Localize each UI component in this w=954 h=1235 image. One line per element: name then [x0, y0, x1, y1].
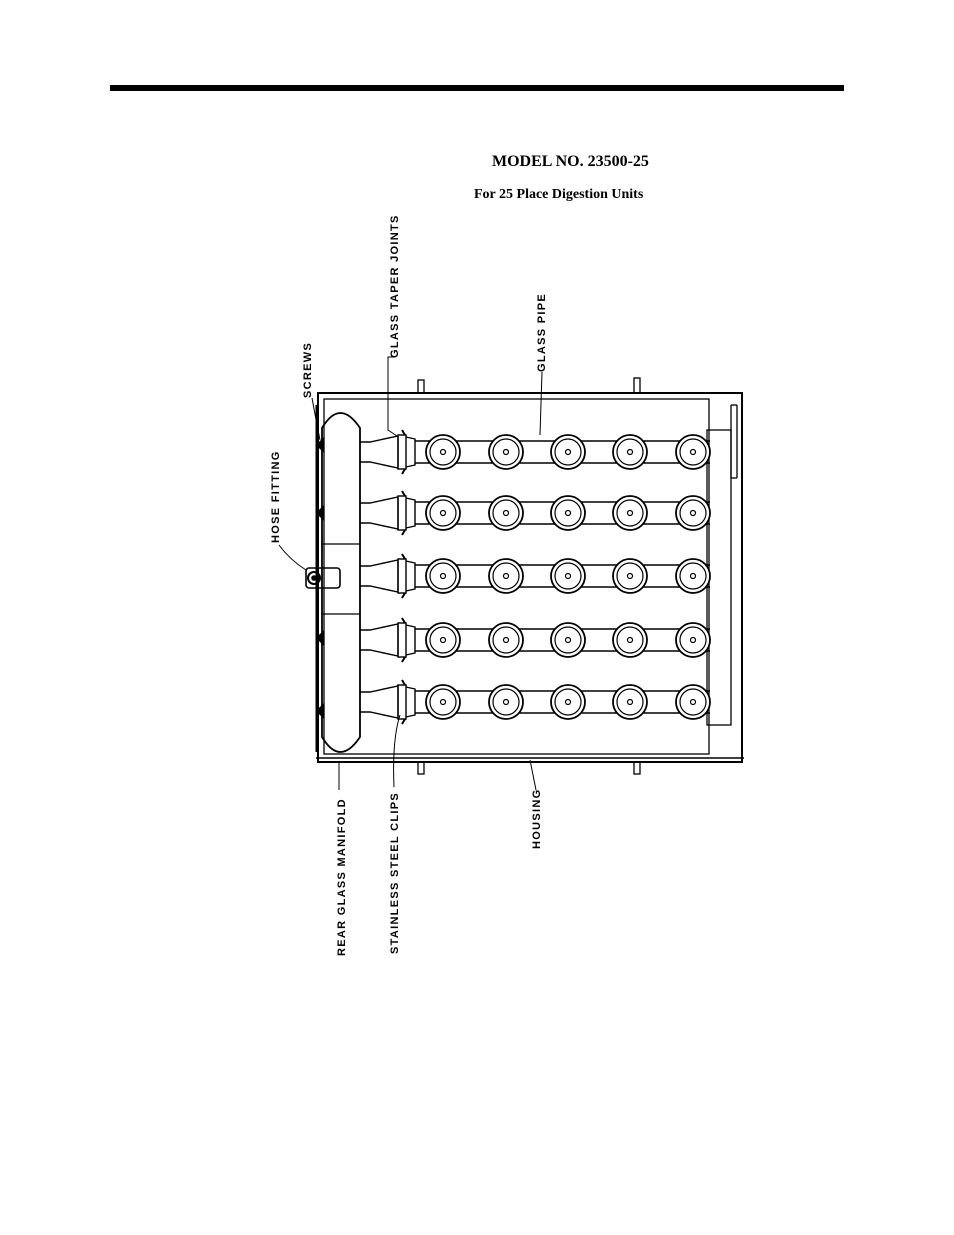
glass-pipe-rows: [360, 430, 710, 724]
clip-tab: [402, 618, 405, 662]
glass-pipe-bulb: [551, 435, 585, 469]
glass-pipe-bulb: [676, 559, 710, 593]
glass-pipe-bulb: [489, 435, 523, 469]
rear-glass-manifold: [306, 405, 360, 752]
glass-pipe-bulb: [613, 559, 647, 593]
glass-pipe-neck: [406, 625, 415, 655]
glass-pipe-bulb: [613, 435, 647, 469]
glass-pipe-bulb: [551, 685, 585, 719]
stainless-steel-clip: [398, 685, 406, 719]
label-hose-fitting: HOSE FITTING: [270, 450, 282, 543]
glass-pipe-bulb: [489, 496, 523, 530]
label-stainless-steel-clips: STAINLESS STEEL CLIPS: [389, 792, 401, 954]
glass-pipe-bulb: [551, 623, 585, 657]
glass-taper-joint: [360, 686, 398, 718]
glass-taper-joint: [360, 497, 398, 529]
glass-taper-joint: [360, 436, 398, 468]
glass-pipe-bulb: [551, 559, 585, 593]
label-glass-pipe: GLASS PIPE: [536, 293, 548, 372]
glass-pipe-bulb: [676, 685, 710, 719]
clip-tab: [402, 491, 405, 535]
glass-pipe-neck: [406, 498, 415, 528]
label-glass-taper-joints: GLASS TAPER JOINTS: [389, 214, 401, 358]
glass-pipe-bulb: [489, 559, 523, 593]
glass-pipe-bulb: [676, 496, 710, 530]
label-rear-glass-manifold: REAR GLASS MANIFOLD: [336, 798, 348, 956]
clip-tab: [402, 680, 405, 724]
glass-pipe-bulb: [426, 685, 460, 719]
stainless-steel-clip: [398, 496, 406, 530]
glass-pipe-bulb: [426, 435, 460, 469]
label-housing: HOUSING: [531, 789, 543, 849]
stainless-steel-clip: [398, 435, 406, 469]
glass-pipe-bulb: [613, 623, 647, 657]
stainless-steel-clip: [398, 559, 406, 593]
glass-pipe-bulb: [613, 496, 647, 530]
clip-tab: [402, 554, 405, 598]
glass-pipe-bulb: [489, 685, 523, 719]
glass-pipe-bulb: [551, 496, 585, 530]
glass-pipe-bulb: [676, 623, 710, 657]
glass-pipe-neck: [406, 561, 415, 591]
glass-pipe-bulb: [489, 623, 523, 657]
clip-tab: [402, 430, 405, 474]
glass-pipe-bulb: [426, 623, 460, 657]
hose-fitting-icon: [306, 568, 340, 588]
glass-pipe-neck: [406, 437, 415, 467]
stainless-steel-clip: [398, 623, 406, 657]
glass-pipe-bulb: [426, 496, 460, 530]
glass-pipe-bulb: [613, 685, 647, 719]
glass-pipe-bulb: [676, 435, 710, 469]
glass-taper-joint: [360, 560, 398, 592]
glass-pipe-bulb: [426, 559, 460, 593]
glass-pipe-neck: [406, 687, 415, 717]
glass-taper-joint: [360, 624, 398, 656]
label-screws: SCREWS: [302, 342, 314, 398]
